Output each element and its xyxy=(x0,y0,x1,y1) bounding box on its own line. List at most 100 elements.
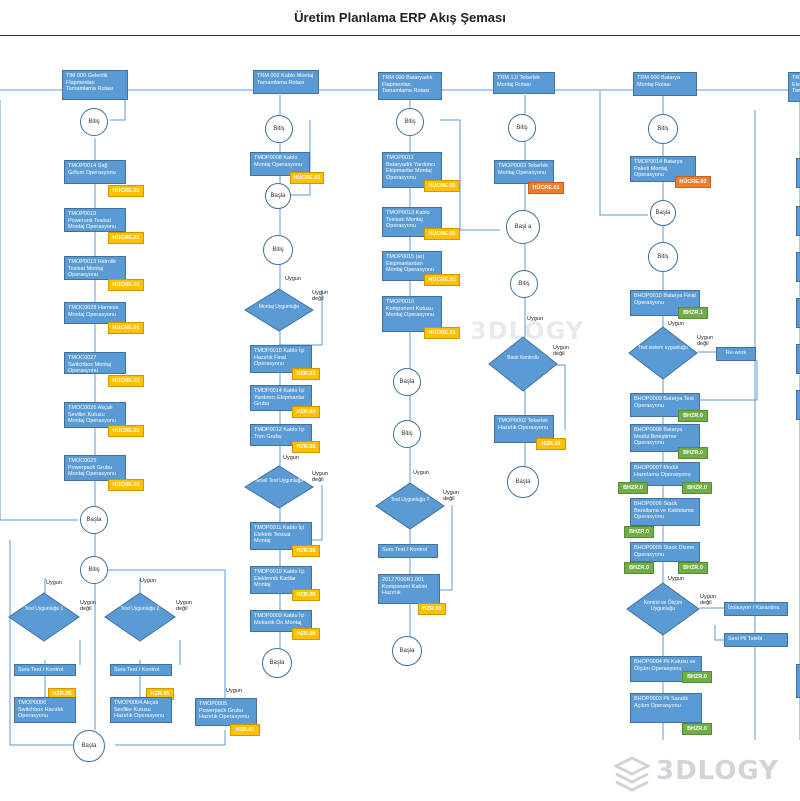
resource-tag: BHZR.0 xyxy=(678,447,708,459)
end-circle[interactable]: Bitiş xyxy=(393,420,421,448)
resource-tag: HZR.03 xyxy=(292,406,320,418)
process-box[interactable]: TMOC0028 Harness Montaj Operasyonu xyxy=(64,302,126,324)
start-circle[interactable]: Başla xyxy=(507,466,539,498)
end-circle[interactable]: Bitiş xyxy=(510,270,538,298)
resource-tag: HÜCRE.01 xyxy=(424,274,460,286)
yes-label: Uygun xyxy=(668,576,684,582)
start-circle[interactable]: Başl a xyxy=(506,210,540,244)
resource-tag: HÜCRE.01 xyxy=(108,232,144,244)
check-box[interactable]: Suru Test / Kontrol xyxy=(110,664,172,676)
resource-tag: HÜCRE.01 xyxy=(290,172,324,184)
decision-diamond[interactable] xyxy=(244,465,314,509)
process-box[interactable]: TMOC0025 Powerpack Grubu Montaj Operasyo… xyxy=(64,455,126,481)
yes-label: Uygun xyxy=(226,688,242,694)
partial-box[interactable] xyxy=(796,206,800,236)
side-box[interactable]: Sevi Pil Talebi xyxy=(724,633,788,647)
process-box[interactable]: BHOP0005 Stack Dizme Operasyonu xyxy=(630,542,700,562)
end-circle[interactable]: Bitiş xyxy=(80,556,108,584)
yes-label: Uygun xyxy=(413,470,429,476)
side-box[interactable]: İzolasyon / Karantina xyxy=(724,602,788,616)
no-label: Uygun değil xyxy=(443,490,459,502)
decision-label: Test Uygunluğu 1 xyxy=(24,606,64,612)
end-circle[interactable]: Bitiş xyxy=(508,114,536,142)
start-circle[interactable]: Başla xyxy=(73,730,105,762)
resource-tag: HÜCRE.01 xyxy=(108,185,144,197)
partial-box[interactable] xyxy=(796,664,800,698)
top-box-6[interactable]: TRM Ele Tam xyxy=(788,72,800,102)
resource-tag: BHZR.0 xyxy=(618,482,648,494)
end-circle[interactable]: Bitiş xyxy=(396,108,424,136)
no-label: Uygun değil xyxy=(80,600,96,612)
partial-box[interactable] xyxy=(796,298,800,328)
top-box-2[interactable]: TRM 002 Kablo Montaj Tamamlama Rotası xyxy=(253,70,319,94)
top-box-3[interactable]: TRM 000 Bataryadık Flapmenlan Tamamlama … xyxy=(378,72,442,100)
end-circle[interactable]: Bitiş xyxy=(263,235,293,265)
process-box[interactable]: TMOP0004 Akçalı Sevliler Kutusu Hazırlık… xyxy=(110,697,172,723)
process-box[interactable]: TMOP0010 Powerunit Tesisat Montaj Operas… xyxy=(64,208,126,232)
partial-box[interactable] xyxy=(796,344,800,374)
process-box[interactable]: TMOP0003 Tekerlek Montaj Operasyonu xyxy=(494,160,554,184)
process-box[interactable]: BHOP0003 Pil Sandık Açılım Operasyonu xyxy=(630,693,702,723)
top-box-5[interactable]: TRM 000 Batarya Montaj Rotası xyxy=(633,72,697,96)
start-circle[interactable]: Başla xyxy=(393,368,421,396)
end-circle[interactable]: Bitiş xyxy=(648,114,678,144)
no-label: Uygun değil xyxy=(700,594,716,606)
process-box[interactable]: TMDP0010 Kablo İçi Hazırlık Final Operas… xyxy=(250,345,312,373)
resource-tag: HÜCRE.01 xyxy=(424,180,460,192)
process-box[interactable]: TMDP0009 Kablo İçi Mekanik Ön Montaj xyxy=(250,610,312,632)
yes-label: Uygun xyxy=(46,580,62,586)
resource-tag: HZR.09 xyxy=(418,603,446,615)
process-box[interactable]: TMDP0012 Kablo İçi Trim Grubu xyxy=(250,424,312,446)
resource-tag: HÜCRE.01 xyxy=(108,425,144,437)
start-circle[interactable]: Başla xyxy=(80,506,108,534)
process-box[interactable]: BHOP0008 Batarya Modül Birleştirme Opera… xyxy=(630,424,700,452)
no-label: Uygun değil xyxy=(176,600,192,612)
decision-diamond[interactable] xyxy=(104,592,176,642)
no-label: Uygun değil xyxy=(553,345,569,357)
check-box[interactable]: Suru Test / Kontrol xyxy=(14,664,76,676)
process-box[interactable]: TMOP0010 Komponent Kutusu Montaj Operasy… xyxy=(382,296,442,332)
partial-box[interactable] xyxy=(796,252,800,282)
resource-tag: HÜCRE.02 xyxy=(675,176,711,188)
start-circle[interactable]: Başla xyxy=(650,200,676,226)
resource-tag: HÜCRE.01 xyxy=(528,182,564,194)
decision-diamond[interactable] xyxy=(626,582,700,636)
resource-tag: HZR.08 xyxy=(292,628,320,640)
decision-diamond[interactable] xyxy=(628,326,698,380)
process-box[interactable]: TMOP0006 Switchbox Hazırlık Operasyonu xyxy=(14,697,76,723)
process-box[interactable]: 20127000R1.001 Komponent Kabini Hazırlık xyxy=(378,574,440,604)
decision-diamond[interactable] xyxy=(244,288,314,332)
decision-diamond[interactable] xyxy=(488,336,558,392)
resource-tag: HZR.08 xyxy=(292,545,320,557)
resource-tag: HÜCRE.01 xyxy=(424,327,460,339)
top-box-1[interactable]: TIM 000 Gelenlik Flapmenlan Tamamlama Ro… xyxy=(62,70,128,100)
resource-tag: BHZR.0 xyxy=(624,562,654,574)
process-box[interactable]: TMDP0011 Kablo İçi Elektrik Tesisat Mont… xyxy=(250,522,312,550)
start-circle[interactable]: Başla xyxy=(392,636,422,666)
resource-tag: HÜCRE.01 xyxy=(108,322,144,334)
process-box[interactable]: TMOC0026 Akçalı Sevliler Kutusu Montaj O… xyxy=(64,402,126,428)
check-box[interactable]: Suru Test / Kontrol xyxy=(378,544,438,558)
rework-box[interactable]: Re-work xyxy=(716,347,756,361)
end-circle[interactable]: Bitiş xyxy=(80,108,108,136)
process-box[interactable]: TMOC0027 Switchbox Montaj Operasyonu xyxy=(64,352,126,374)
resource-tag: BHZR.0 xyxy=(682,482,712,494)
end-circle[interactable]: Bitiş xyxy=(648,242,678,272)
end-circle[interactable]: Bitiş xyxy=(265,115,293,143)
process-box[interactable]: BHOP0006 Stack Barailama ve Kablolama Op… xyxy=(630,498,700,526)
yes-label: Uygun xyxy=(527,316,543,322)
decision-diamond[interactable] xyxy=(375,482,445,530)
decision-diamond[interactable] xyxy=(8,592,80,642)
no-label: Uygun değil xyxy=(312,471,328,483)
resource-tag: BHZR.1 xyxy=(678,307,708,319)
process-box[interactable]: TMOP0005 Powerpack Grubu Hazırlık Operas… xyxy=(195,698,257,726)
decision-label: Test sistem uygunluğu xyxy=(638,345,688,351)
process-box[interactable]: TMOP0013 Hidrolik Tesisat Montaj Operasy… xyxy=(64,256,126,280)
start-circle[interactable]: Başla xyxy=(262,648,292,678)
process-box[interactable]: TMOP0014 Sağ Gölum Operasyonu xyxy=(64,160,126,184)
resource-tag: HÜCRE.01 xyxy=(108,479,144,491)
start-circle[interactable]: Başla xyxy=(265,183,291,209)
partial-box[interactable] xyxy=(796,158,800,188)
partial-box[interactable] xyxy=(796,390,800,420)
top-box-4[interactable]: TRM 1.0 Tekerlek Montaj Rotası xyxy=(493,72,555,94)
